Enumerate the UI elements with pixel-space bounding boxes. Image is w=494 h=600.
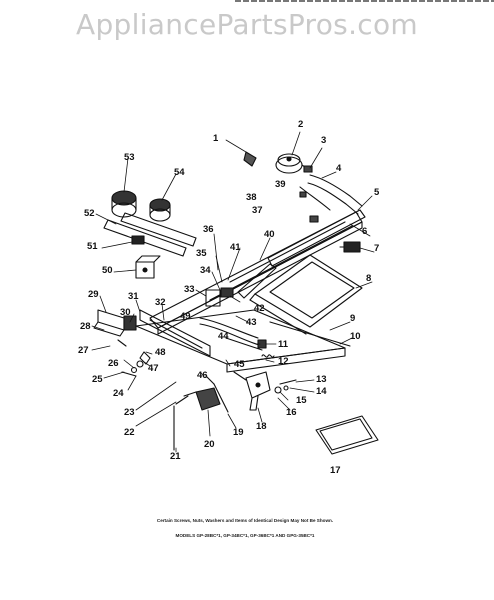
callout-21: 21: [170, 451, 181, 462]
callout-29: 29: [88, 289, 99, 300]
spring: [261, 354, 275, 358]
callout-47: 47: [148, 363, 159, 374]
callout-22: 22: [124, 427, 135, 438]
left-side-assembly: [93, 309, 211, 357]
callout-46: 46: [197, 370, 208, 381]
callout-11: 11: [278, 339, 289, 350]
callout-16: 16: [286, 407, 297, 418]
callout-38: 38: [246, 192, 257, 203]
callout-49: 49: [180, 311, 191, 322]
callout-30: 30: [120, 307, 131, 318]
callout-19: 19: [233, 427, 244, 438]
callout-27: 27: [78, 345, 89, 356]
callout-15: 15: [296, 395, 307, 406]
callout-48: 48: [155, 347, 166, 358]
pins-and-screws: [117, 339, 247, 385]
front-manifold-bar: [135, 309, 351, 373]
callout-34: 34: [200, 265, 211, 276]
burner-tube: [237, 209, 366, 299]
callout-41: 41: [230, 242, 241, 253]
access-plate: [315, 415, 379, 455]
callout-32: 32: [155, 297, 166, 308]
models-caption: MODELS GP-28BC*1, GP-34BC*1, GP-36BC*1 A…: [175, 533, 315, 538]
clip-part-1: [243, 151, 257, 167]
header-scan-strip: [235, 0, 494, 2]
small-hardware: [274, 379, 297, 394]
valve-block: [339, 241, 361, 253]
callout-26: 26: [108, 358, 119, 369]
callout-18: 18: [256, 421, 267, 432]
callout-54: 54: [174, 167, 185, 178]
valve-bracket: [205, 287, 234, 307]
callout-13: 13: [316, 374, 327, 385]
callout-43: 43: [246, 317, 257, 328]
callout-50: 50: [102, 265, 113, 276]
callout-2: 2: [298, 119, 304, 130]
callout-35: 35: [196, 248, 207, 259]
callout-42: 42: [254, 303, 265, 314]
mounting-bracket: [135, 255, 161, 279]
valve-box: [183, 387, 221, 411]
callout-24: 24: [113, 388, 124, 399]
callout-44: 44: [218, 331, 229, 342]
callout-37: 37: [252, 205, 263, 216]
callout-10: 10: [350, 331, 361, 342]
callout-3: 3: [321, 135, 327, 146]
callout-5: 5: [374, 187, 380, 198]
rear-bracket: [245, 371, 271, 411]
callout-40: 40: [264, 229, 275, 240]
callout-52: 52: [84, 208, 95, 219]
callout-12: 12: [278, 356, 289, 367]
gas-supply-pipe: [299, 174, 363, 215]
callout-leaders: [91, 131, 375, 453]
pipe-fitting: [299, 165, 319, 223]
burner-tube-pair: [103, 212, 197, 257]
callout-28: 28: [80, 321, 91, 332]
callout-33: 33: [184, 284, 195, 295]
callout-7: 7: [374, 243, 380, 254]
igniter-rods: [173, 383, 229, 451]
callout-14: 14: [316, 386, 327, 397]
callout-23: 23: [124, 407, 135, 418]
burner-heads: [111, 190, 171, 222]
callout-31: 31: [128, 291, 139, 302]
callout-1: 1: [213, 133, 219, 144]
callout-25: 25: [92, 374, 103, 385]
callout-8: 8: [366, 273, 372, 284]
callout-17: 17: [330, 465, 341, 476]
callout-9: 9: [350, 313, 356, 324]
callout-4: 4: [336, 163, 342, 174]
callout-36: 36: [203, 224, 214, 235]
callout-45: 45: [234, 359, 245, 370]
callout-6: 6: [362, 226, 368, 237]
callout-39: 39: [275, 179, 286, 190]
diagram-footnote: Certain Screws, Nuts, Washers and Items …: [156, 518, 334, 523]
callout-51: 51: [87, 241, 98, 252]
callout-53: 53: [124, 152, 135, 163]
watermark-logo-text: AppliancePartsPros.com: [76, 8, 418, 41]
callout-20: 20: [204, 439, 215, 450]
